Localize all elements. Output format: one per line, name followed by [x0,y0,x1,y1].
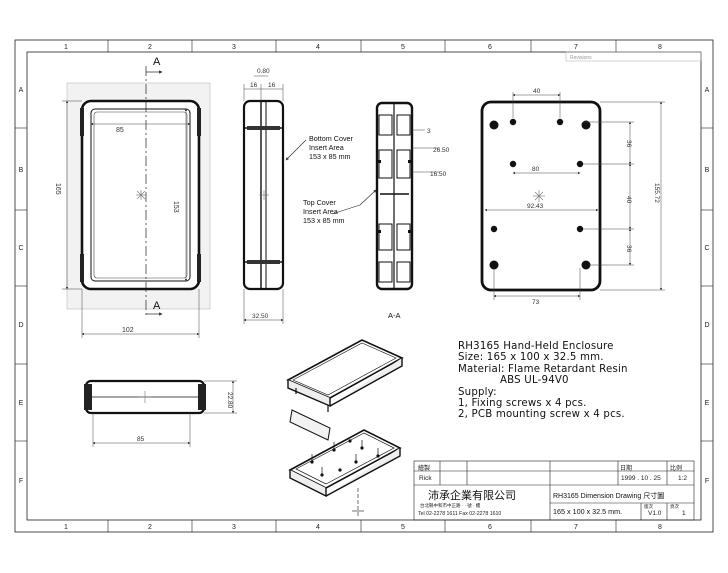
tb-version: V1.0 [648,510,662,517]
notes-material: Material: Flame Retardant Resin [458,363,628,375]
specification-notes: RH3165 Hand-Held Enclosure Size: 165 x 1… [458,341,628,421]
row-label-c: C [18,245,23,252]
notes-title: RH3165 Hand-Held Enclosure [458,341,614,352]
section-marker-top: A [153,56,161,68]
dim-front-width-102: 102 [122,327,134,334]
front-view [66,82,211,310]
dim-back-36-top: 36 [625,140,632,148]
callout-top-cover-2: Insert Area [303,207,338,216]
callout-bottom-cover-3: 153 x 85 mm [309,152,351,161]
dim-back-80: 80 [532,166,540,173]
notes-supply: Supply: [458,386,497,398]
tb-scale-label: 比例 [670,466,683,472]
side-view-dimensions [243,75,284,324]
tb-date: 1999 . 10 . 25 [621,475,661,482]
back-view [480,100,602,292]
dim-side-32-50: 32.50 [252,313,269,320]
row-label-b-right: B [705,167,710,174]
dim-back-36-bottom: 36 [625,245,632,253]
col-label-7-bottom: 7 [574,524,578,531]
row-label-c-right: C [704,245,709,252]
revision-tab-label: Revisions [570,55,592,61]
col-label-6-bottom: 6 [488,524,492,531]
row-label-a-right: A [705,87,710,94]
dim-back-73: 73 [532,299,540,306]
col-label-4: 4 [316,44,320,51]
notes-item-1: 1, Fixing screws x 4 pcs. [458,398,587,410]
callout-leaders [285,139,377,215]
row-label-a: A [19,87,24,94]
dim-end-85: 85 [137,436,145,443]
tb-sheet: 1 [682,510,686,517]
col-label-7: 7 [574,44,578,51]
dim-section-26-50: 26.50 [433,147,450,154]
row-label-d-right: D [704,322,709,329]
tb-scale: 1:2 [678,475,688,482]
tb-drawing-title: RH3165 Dimension Drawing 尺寸圖 [553,493,665,500]
row-label-d: D [18,322,23,329]
tb-drawn-name: Rick [419,475,432,482]
section-view-a-a [375,101,414,291]
dim-side-16-right: 16 [268,82,276,89]
col-label-4-bottom: 4 [316,524,320,531]
tb-date-label: 日期 [620,466,633,472]
col-label-3: 3 [232,44,236,51]
section-view-dimensions [412,129,440,173]
col-label-8: 8 [658,44,662,51]
col-label-3-bottom: 3 [232,524,236,531]
row-label-f-right: F [705,478,709,485]
dim-front-height-153: 153 [172,201,179,213]
dim-section-16-50: 16.50 [430,171,447,178]
notes-material-grade: ABS UL-94V0 [500,375,569,387]
row-label-f: F [19,478,23,485]
col-label-8-bottom: 8 [658,524,662,531]
callout-bottom-cover-2: Insert Area [309,143,344,152]
callout-top-cover-1: Top Cover [303,198,336,207]
section-view-label: A-A [388,311,401,320]
section-line-a [145,66,163,318]
notes-size: Size: 165 x 100 x 32.5 mm. [458,352,604,364]
dim-side-0-80: 0.80 [257,68,270,75]
dim-section-3: 3 [427,128,431,135]
tb-version-label: 版次 [644,504,653,509]
dim-end-22-80: 22.80 [226,392,233,409]
dim-back-40: 40 [533,88,541,95]
col-label-5-bottom: 5 [401,524,405,531]
end-view-dimensions [92,380,237,447]
col-label-2-bottom: 2 [148,524,152,531]
tb-sheet-label: 頁次 [670,504,679,509]
callout-bottom-cover-1: Bottom Cover [309,134,354,143]
drawing-border [14,39,714,533]
col-label-6: 6 [488,44,492,51]
exploded-isometric-view [286,339,404,518]
col-label-1: 1 [64,44,68,51]
row-label-e-right: E [705,400,710,407]
front-view-dimensions [62,100,200,338]
row-label-e: E [19,400,24,407]
back-view-dimensions [484,92,665,300]
dim-front-width-85: 85 [116,127,124,134]
col-label-5: 5 [401,44,405,51]
dim-side-16-left: 16 [250,82,258,89]
dim-back-155-72: 155.72 [653,183,660,203]
side-view [242,99,285,291]
dim-back-92-43: 92.43 [527,203,544,210]
dim-back-40-vertical: 40 [625,196,632,204]
col-label-2: 2 [148,44,152,51]
dim-front-height-165: 165 [54,183,61,195]
tb-drawing-size: 165 x 100 x 32.5 mm. [553,507,623,516]
title-block [413,460,695,521]
tb-drawn-label: 繪製 [418,466,431,472]
tb-address: 台北縣中和市中正路 · · 號 · 樓 [420,503,481,508]
end-view [84,379,206,415]
col-label-1-bottom: 1 [64,524,68,531]
tb-phone: Tel 02-2278 1611 Fax 02-2278 1610 [418,511,502,517]
notes-item-2: 2, PCB mounting screw x 4 pcs. [458,409,625,421]
callout-top-cover-3: 153 x 85 mm [303,216,345,225]
section-marker-bottom: A [153,300,161,312]
row-label-b: B [19,167,24,174]
tb-company: 沛承企業有限公司 [428,489,516,502]
